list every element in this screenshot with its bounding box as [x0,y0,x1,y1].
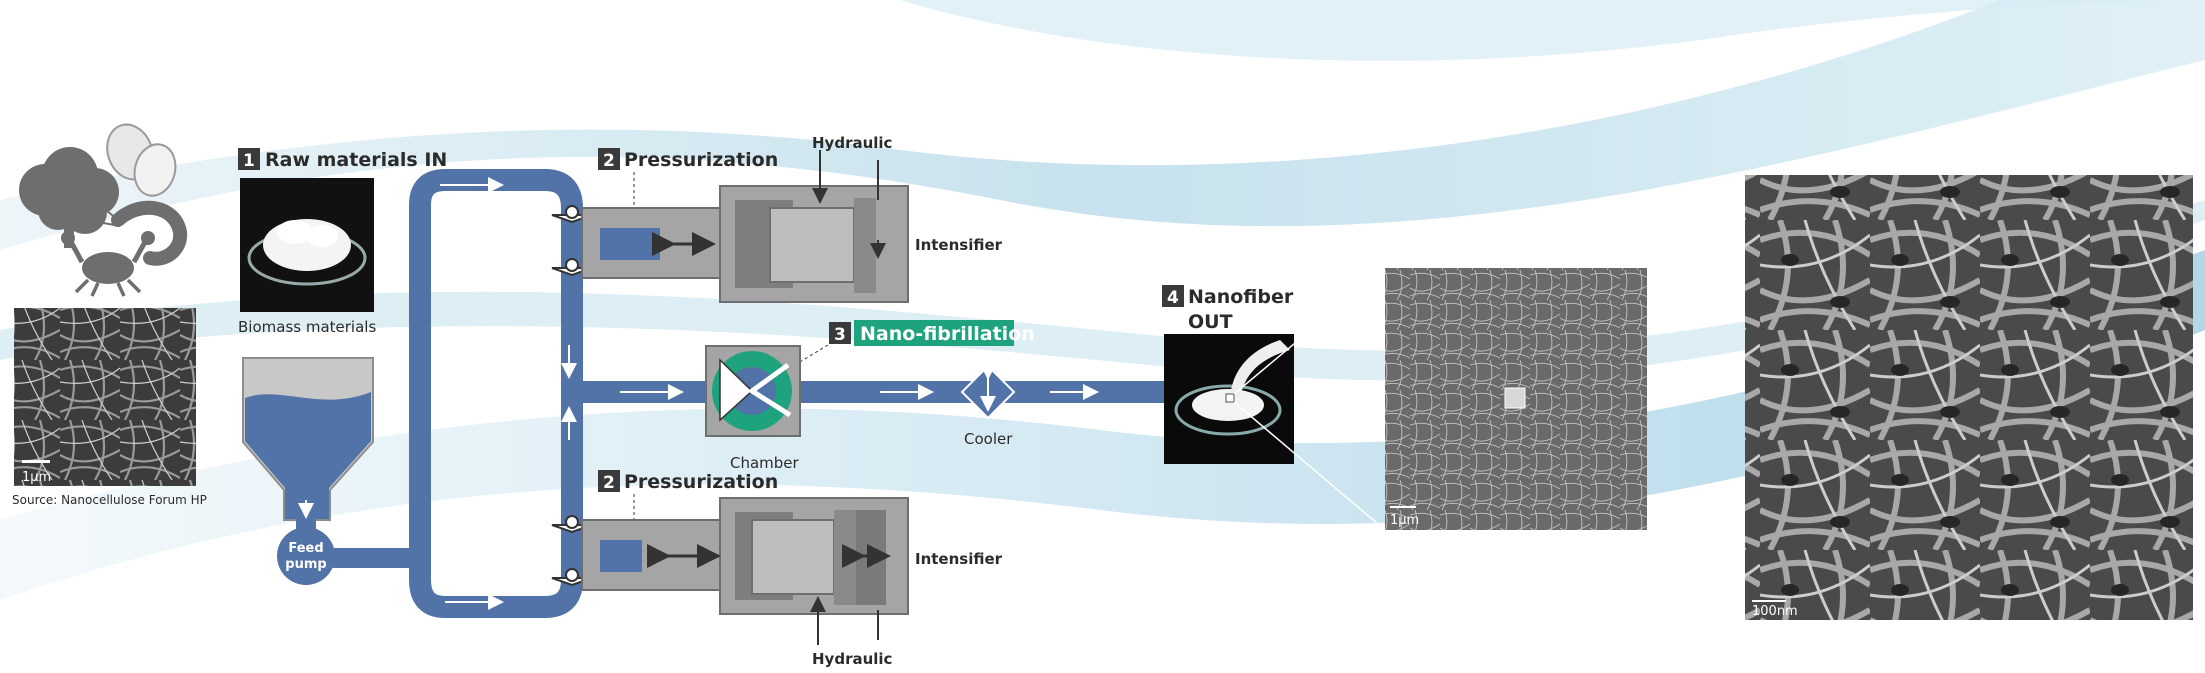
source-caption: Source: Nanocellulose Forum HP [12,493,207,507]
intensifier-bottom-label: Intensifier [915,550,1003,568]
scale-label-fiber: 1μm [22,470,51,485]
feed-pump: Feed pump [277,527,335,585]
svg-text:Pressurization: Pressurization [624,149,778,171]
cotton-icon [106,123,177,197]
svg-text:3: 3 [834,325,846,345]
step-4-label-line1: Nanofiber [1188,286,1294,308]
step-1-header: 1 Raw materials IN [238,148,447,171]
svg-text:Pressurization: Pressurization [624,471,778,493]
svg-text:1: 1 [243,151,255,171]
hydraulic-top-label: Hydraulic [812,134,892,152]
tree-icon [19,147,119,248]
step-1-label: Raw materials IN [265,149,447,171]
cooler-label: Cooler [964,430,1013,448]
step-3-header: 3 Nano-fibrillation [769,320,1035,381]
shrimp-icon [97,200,188,266]
scale-label-zoom: 100nm [1752,604,1798,619]
cooler [960,364,1016,420]
nanofiber-zoom-micrograph: 100nm [1745,175,2193,620]
intensifier-bottom [581,497,909,645]
step-2-top-header: 2 Pressurization [598,148,778,225]
chamber-label: Chamber [730,454,800,472]
step-3-label: Nano-fibrillation [860,323,1035,345]
nanofiber-micrograph: 1μm [1385,268,1647,530]
step-4-label-line2: OUT [1188,311,1233,333]
step-2-bottom-header: 2 Pressurization [598,470,778,545]
flow-arrows [440,177,1099,610]
feed-hopper [242,357,374,548]
biomass-label: Biomass materials [238,318,376,336]
step-4-header: 4 Nanofiber OUT [1162,285,1294,333]
biomass-fiber-micrograph: 1μm [14,308,196,486]
svg-text:Feed: Feed [288,541,323,556]
chamber [705,345,801,437]
scale-label-mid: 1μm [1390,513,1419,528]
nanofiber-photo [1164,334,1294,464]
hydraulic-bottom-label: Hydraulic [812,650,892,668]
svg-text:2: 2 [603,151,615,171]
svg-text:2: 2 [603,473,615,493]
biomass-photo [240,178,374,312]
intensifier-top-label: Intensifier [915,236,1003,254]
intensifier-top [581,150,909,303]
svg-text:4: 4 [1167,288,1179,308]
crab-icon [61,231,155,297]
svg-text:pump: pump [285,557,326,572]
